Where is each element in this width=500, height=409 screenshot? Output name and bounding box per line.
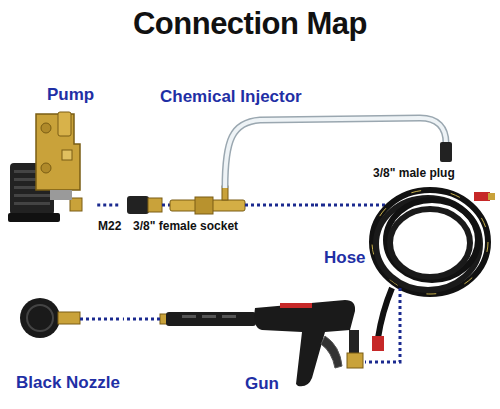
dotted-connector	[315, 204, 322, 207]
hose-tail	[378, 288, 392, 338]
nozzle-cap	[20, 298, 60, 338]
dotted-connector	[365, 288, 400, 362]
dotted-connector	[97, 204, 120, 207]
part-group: Black Nozzle	[10, 285, 123, 396]
gun-body	[254, 300, 355, 386]
hose-coil	[376, 198, 480, 290]
hose-fitting	[372, 336, 384, 351]
fitting	[62, 150, 72, 160]
dotted-link	[162, 204, 170, 207]
part-name: Black Nozzle	[16, 373, 120, 393]
part-name: Chemical Injector	[160, 87, 302, 107]
unloader-valve	[58, 112, 71, 136]
part-name: Gun	[245, 374, 279, 394]
part-label: 3/8" female socket	[132, 219, 239, 233]
fin	[14, 202, 50, 205]
part-name: Hose	[324, 248, 366, 268]
socket-body	[127, 196, 149, 214]
gun-illustration	[160, 300, 363, 386]
trigger	[321, 336, 342, 368]
fin	[14, 194, 50, 197]
plug	[41, 163, 51, 173]
dotted-link	[245, 204, 315, 207]
gun-coupler	[347, 353, 363, 368]
male-plug	[488, 193, 495, 200]
gun-inlet	[349, 330, 359, 354]
wand-slot	[182, 315, 196, 318]
nozzle-knurl	[27, 305, 53, 331]
filter	[440, 142, 452, 162]
pump-illustration	[8, 112, 82, 222]
injector-hex	[195, 197, 213, 214]
wand-slot	[202, 315, 216, 318]
hose-fitting	[474, 192, 490, 201]
hose-coil	[372, 190, 488, 294]
dotted-link	[322, 204, 386, 207]
injector-barb	[222, 186, 228, 200]
plug	[41, 123, 51, 133]
part-name: Pump	[47, 85, 94, 105]
part-label: M22	[97, 219, 122, 233]
pump-base	[8, 213, 60, 222]
part-group: Pump	[5, 82, 97, 227]
nozzle-illustration	[20, 298, 120, 338]
gun-accent	[280, 303, 312, 308]
part-group: Chemical Injector	[120, 85, 315, 225]
socket-nut	[148, 198, 162, 212]
hose-coil	[386, 200, 478, 280]
wand-slot	[222, 315, 236, 318]
hose-print	[372, 190, 488, 294]
part-group: Gun	[160, 290, 365, 397]
dotted-connector	[123, 318, 160, 321]
shaft-housing	[50, 190, 72, 200]
part-label: 3/8" male plug	[372, 166, 456, 180]
wand	[166, 312, 256, 326]
hose-coil	[390, 209, 470, 277]
title: Connection Map	[0, 6, 500, 42]
nozzle-brass	[58, 312, 80, 324]
dotted-link	[80, 318, 120, 321]
